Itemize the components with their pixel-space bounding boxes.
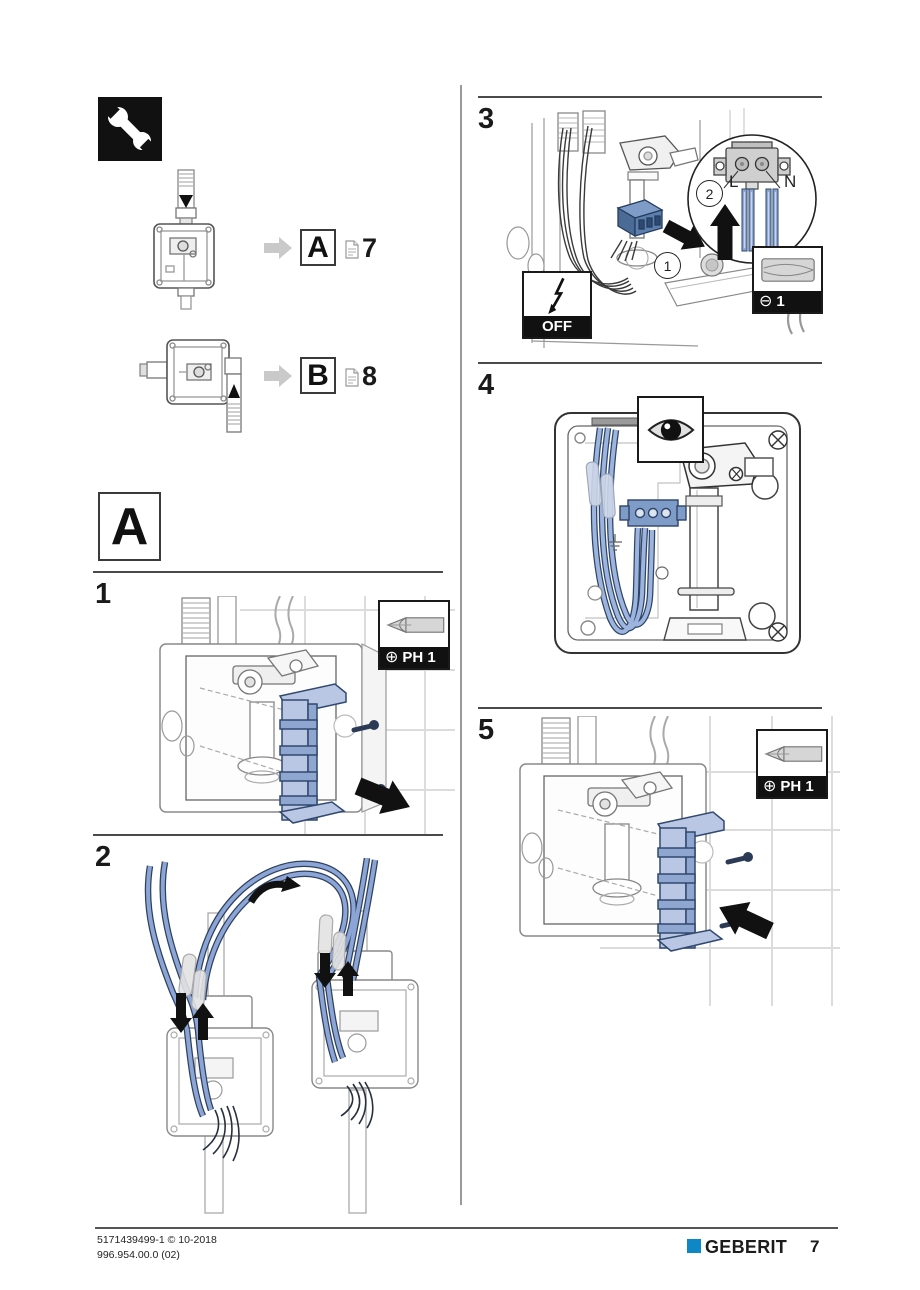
- section-letter: A: [110, 497, 149, 556]
- callout-2: 2: [696, 180, 723, 207]
- ref-box-b: B: [300, 357, 336, 394]
- forward-arrow-icon: [264, 237, 292, 259]
- tool-badge-ph1: ⊕ PH 1: [378, 600, 450, 670]
- tool-badge-slotted-1: ⊖ 1: [752, 246, 823, 314]
- up-arrow-icon: [228, 384, 240, 398]
- tool-size-label: PH 1: [780, 778, 814, 795]
- document-icon: [345, 368, 359, 387]
- wrench-icon: [103, 102, 155, 154]
- forward-arrow-icon: [264, 365, 292, 387]
- phillips-symbol: ⊕: [763, 777, 777, 795]
- ref-letter-a: A: [307, 230, 329, 264]
- footer-doc-info: 5171439499-1 © 10-2018 996.954.00.0 (02): [97, 1233, 217, 1262]
- footer-rule: [95, 1227, 838, 1229]
- step-3-number: 3: [478, 103, 495, 135]
- section-heading-box: A: [98, 492, 161, 561]
- terminal-label-neutral: N: [784, 172, 797, 191]
- document-icon: [345, 240, 359, 259]
- rule-above-step-3: [478, 96, 822, 98]
- footer-doc-id: 5171439499-1 © 10-2018: [97, 1234, 217, 1246]
- column-divider: [460, 85, 462, 1205]
- geberit-logo-square: [687, 1239, 701, 1253]
- step-1-illustration: [159, 596, 455, 834]
- pull-out-arrow-icon: [354, 777, 410, 814]
- tool-badge-ph1: ⊕ PH 1: [756, 729, 828, 799]
- tools-icon: [98, 97, 162, 161]
- visual-check-badge: [637, 396, 704, 463]
- step-4-number: 4: [478, 369, 495, 401]
- terminal-label-live: L: [729, 172, 739, 191]
- diagram-box-side-supply: [139, 339, 242, 433]
- phillips-screwdriver-icon: [386, 616, 445, 633]
- route-arrow-head: [281, 876, 301, 892]
- tool-size-label: 1: [776, 293, 785, 310]
- callout-1: 1: [654, 252, 681, 279]
- callout-1-number: 1: [663, 257, 672, 274]
- slotted-symbol: ⊖: [759, 292, 773, 310]
- rule-above-step-4: [478, 362, 822, 364]
- lightning-arrow-icon: [548, 277, 565, 314]
- cable-up-arrow-icon: [337, 961, 359, 996]
- step-2-number: 2: [95, 841, 112, 873]
- phillips-screwdriver-icon: [764, 745, 823, 762]
- cable-down-arrow-icon: [170, 993, 192, 1033]
- step-2-illustration: [144, 858, 419, 1214]
- rule-above-step-2: [93, 834, 443, 836]
- rule-above-step-1: [93, 571, 443, 573]
- power-off-label: OFF: [542, 318, 572, 335]
- ref-box-a: A: [300, 229, 336, 266]
- diagram-box-vertical-supply: [153, 169, 215, 310]
- route-curved-arrow-icon: [247, 880, 286, 904]
- power-off-badge: OFF: [522, 271, 592, 339]
- cable-up-arrow-icon: [192, 1003, 214, 1040]
- slotted-screwdriver-icon: [760, 257, 815, 282]
- insert-up-arrow-icon: [710, 204, 740, 260]
- down-arrow-icon: [179, 195, 193, 208]
- step-1-number: 1: [95, 578, 112, 610]
- footer-doc-code: 996.954.00.0 (02): [97, 1248, 180, 1261]
- ref-letter-b: B: [307, 358, 329, 392]
- push-in-arrow-icon: [719, 902, 774, 940]
- step-5-number: 5: [478, 714, 495, 746]
- callout-2-number: 2: [705, 185, 714, 202]
- page-ref-a: 7: [362, 233, 378, 263]
- phillips-symbol: ⊕: [385, 648, 399, 666]
- cable-down-arrow-icon: [314, 953, 336, 988]
- step-5-illustration: [519, 716, 840, 1006]
- eye-icon: [646, 418, 695, 441]
- page-number: 7: [810, 1237, 820, 1256]
- geberit-logo-text: GEBERIT: [705, 1237, 788, 1257]
- tool-size-label: PH 1: [402, 649, 436, 666]
- page-ref-b: 8: [362, 361, 378, 391]
- step-4-illustration: [554, 412, 801, 654]
- rule-above-step-5: [478, 707, 822, 709]
